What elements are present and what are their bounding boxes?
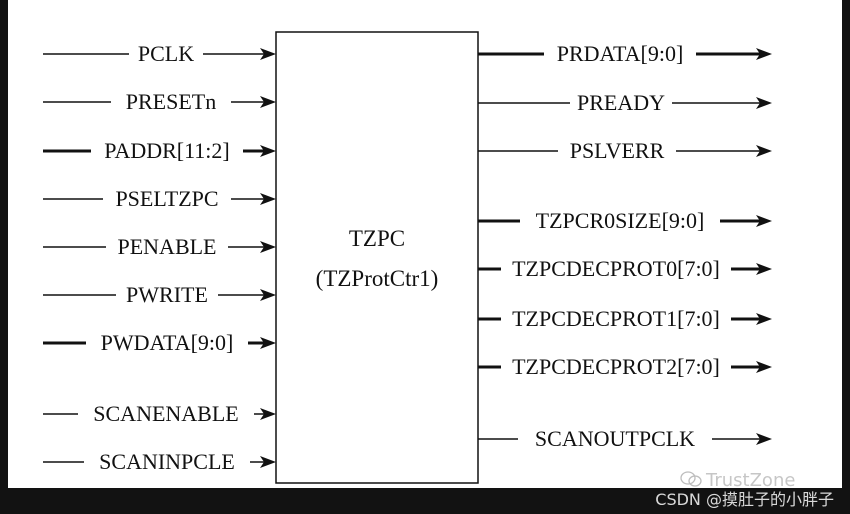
signal-label: TZPCR0SIZE[9:0]	[535, 208, 705, 233]
signal-label: TZPCDECPROT1[7:0]	[512, 306, 720, 331]
signal-label: PENABLE	[117, 234, 217, 259]
signal-label: PSLVERR	[569, 138, 665, 163]
block-subtitle: (TZProtCtr1)	[315, 266, 439, 291]
input-arrowhead	[260, 193, 276, 205]
signal-label: PRESETn	[125, 89, 217, 114]
signal-label: PWRITE	[126, 282, 208, 307]
signal-label: PSELTZPC	[115, 186, 219, 211]
signal-label: PADDR[11:2]	[104, 138, 230, 163]
output-arrowhead	[756, 97, 772, 109]
signal-label: TZPCDECPROT2[7:0]	[512, 354, 720, 379]
signal-label: SCANENABLE	[93, 401, 239, 426]
signal-label: PWDATA[9:0]	[100, 330, 234, 355]
output-arrowhead	[756, 215, 772, 227]
input-arrowhead	[260, 145, 276, 157]
input-arrowhead	[260, 408, 276, 420]
output-arrowhead	[756, 433, 772, 445]
input-arrowhead	[260, 337, 276, 349]
output-arrowhead	[756, 313, 772, 325]
signal-label: SCANINPCLE	[99, 449, 235, 474]
signal-label: TZPCDECPROT0[7:0]	[512, 256, 720, 281]
signal-label: PREADY	[576, 90, 666, 115]
input-arrowhead	[260, 48, 276, 60]
output-arrowhead	[756, 48, 772, 60]
output-arrowhead	[756, 263, 772, 275]
input-arrowhead	[260, 96, 276, 108]
input-arrowhead	[260, 289, 276, 301]
output-arrowhead	[756, 361, 772, 373]
wechat-watermark: TrustZone	[706, 470, 796, 491]
block-title: TZPC	[348, 226, 406, 251]
tzpc-block	[275, 31, 479, 484]
csdn-watermark: CSDN @摸肚子的小胖子	[655, 490, 834, 509]
block-diagram-svg	[43, 31, 772, 484]
wechat-icon	[680, 471, 702, 487]
signal-label: PCLK	[137, 41, 195, 66]
input-arrowhead	[260, 241, 276, 253]
signal-label: SCANOUTPCLK	[534, 426, 696, 451]
output-arrowhead	[756, 145, 772, 157]
input-arrowhead	[260, 456, 276, 468]
signal-label: PRDATA[9:0]	[556, 41, 684, 66]
